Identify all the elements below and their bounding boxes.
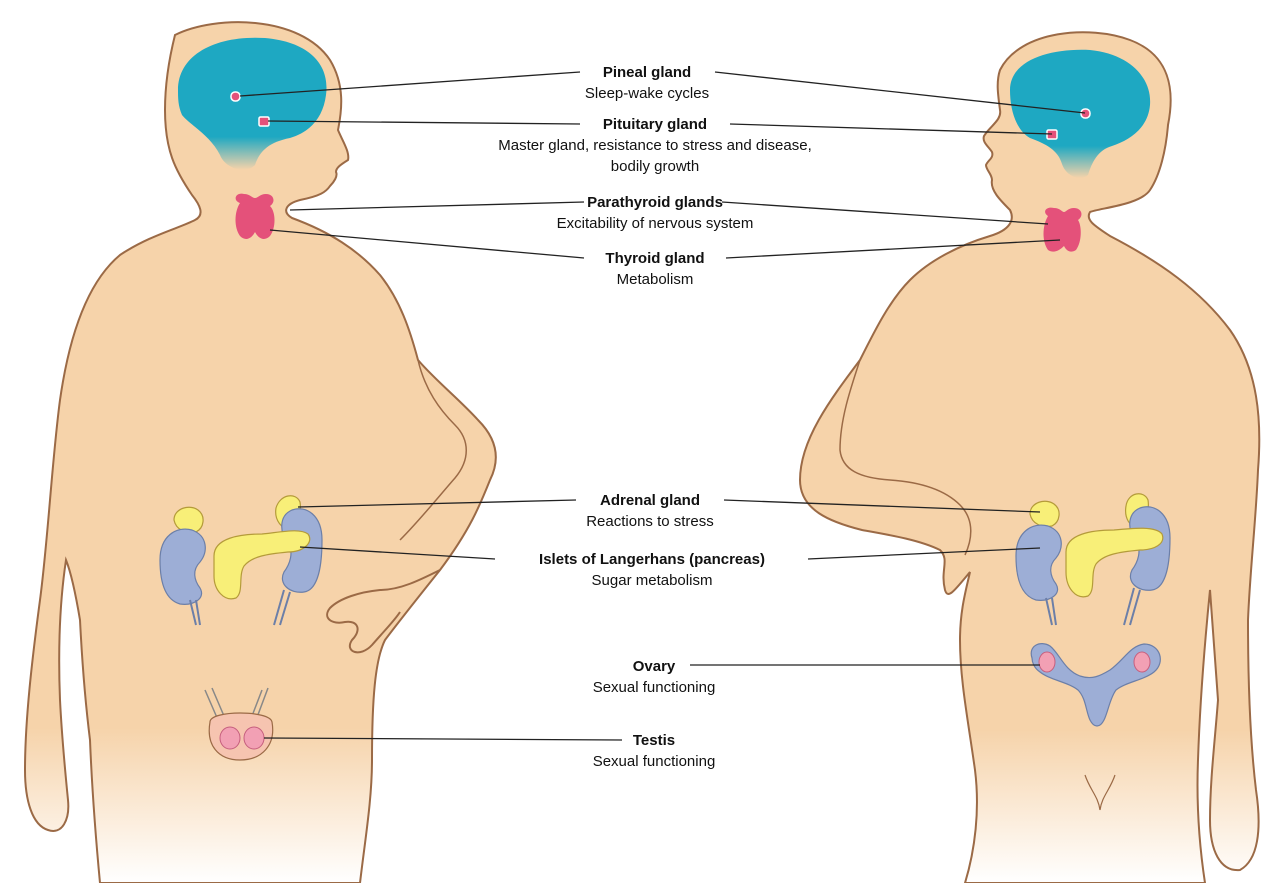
pineal-function: Sleep-wake cycles xyxy=(417,83,877,104)
male-pineal-marker xyxy=(231,92,240,101)
label-pituitary: Pituitary gland Master gland, resistance… xyxy=(425,114,885,177)
parathyroid-name: Parathyroid glands xyxy=(425,192,885,213)
male-adrenal-left xyxy=(174,507,203,532)
pituitary-name: Pituitary gland xyxy=(425,114,885,135)
label-testis: Testis Sexual functioning xyxy=(424,730,884,772)
thyroid-function: Metabolism xyxy=(425,269,885,290)
parathyroid-function: Excitability of nervous system xyxy=(425,213,885,234)
label-thyroid: Thyroid gland Metabolism xyxy=(425,248,885,290)
male-testis-right xyxy=(244,727,264,749)
female-ovary-left xyxy=(1039,652,1055,672)
female-pineal-marker xyxy=(1081,109,1090,118)
label-ovary: Ovary Sexual functioning xyxy=(424,656,884,698)
adrenal-function: Reactions to stress xyxy=(420,511,880,532)
testis-function: Sexual functioning xyxy=(424,751,884,772)
ovary-name: Ovary xyxy=(424,656,884,677)
label-islets: Islets of Langerhans (pancreas) Sugar me… xyxy=(422,549,882,591)
testis-name: Testis xyxy=(424,730,884,751)
pituitary-function-line1: Master gland, resistance to stress and d… xyxy=(425,135,885,156)
adrenal-name: Adrenal gland xyxy=(420,490,880,511)
label-adrenal: Adrenal gland Reactions to stress xyxy=(420,490,880,532)
ovary-function: Sexual functioning xyxy=(424,677,884,698)
thyroid-name: Thyroid gland xyxy=(425,248,885,269)
pineal-name: Pineal gland xyxy=(417,62,877,83)
male-pituitary-marker xyxy=(259,117,269,126)
pituitary-function-line2: bodily growth xyxy=(425,156,885,177)
label-parathyroid: Parathyroid glands Excitability of nervo… xyxy=(425,192,885,234)
male-testis-left xyxy=(220,727,240,749)
label-pineal: Pineal gland Sleep-wake cycles xyxy=(417,62,877,104)
female-thyroid xyxy=(1044,208,1082,252)
female-adrenal-left xyxy=(1030,501,1059,526)
islets-name: Islets of Langerhans (pancreas) xyxy=(422,549,882,570)
islets-function: Sugar metabolism xyxy=(422,570,882,591)
female-ovary-right xyxy=(1134,652,1150,672)
